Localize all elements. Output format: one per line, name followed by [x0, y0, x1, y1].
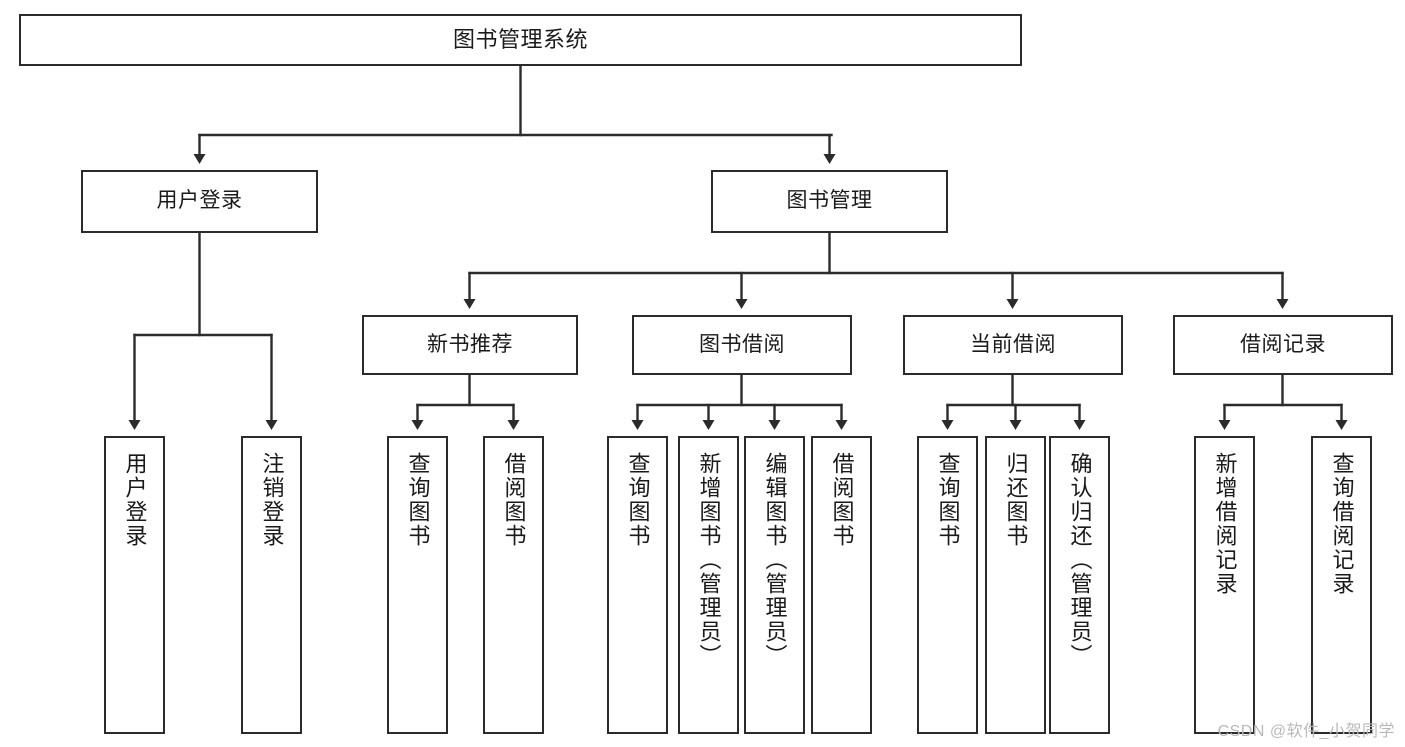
node-root-book-management-system[interactable]: 图书管理系统: [19, 14, 1022, 66]
node-label: 新书推荐: [427, 332, 513, 356]
node-leaf-confirm-return[interactable]: 确认归还（管理员）: [1049, 436, 1110, 734]
node-label: 编辑图书（管理员）: [762, 452, 788, 668]
node-leaf-user-login[interactable]: 用户登录: [104, 436, 165, 734]
node-label: 图书借阅: [699, 332, 785, 356]
node-leaf-add-book[interactable]: 新增图书（管理员）: [678, 436, 739, 734]
node-label: 用户登录: [122, 452, 148, 548]
node-label: 注销登录: [259, 452, 285, 548]
node-leaf-add-record[interactable]: 新增借阅记录: [1194, 436, 1255, 734]
node-label: 确认归还（管理员）: [1067, 452, 1093, 668]
node-leaf-query-book-2[interactable]: 查询图书: [607, 436, 668, 734]
node-book-manage[interactable]: 图书管理: [711, 170, 948, 233]
node-book-borrow[interactable]: 图书借阅: [632, 315, 852, 375]
node-label: 新增借阅记录: [1212, 452, 1238, 596]
node-leaf-logout-login[interactable]: 注销登录: [241, 436, 302, 734]
node-label: 借阅图书: [829, 452, 855, 548]
node-label: 查询图书: [405, 452, 431, 548]
node-current-borrow[interactable]: 当前借阅: [903, 315, 1123, 375]
node-user-login[interactable]: 用户登录: [81, 170, 318, 233]
node-label: 新增图书（管理员）: [696, 452, 722, 668]
node-label: 图书管理: [786, 189, 873, 213]
node-leaf-borrow-book-1[interactable]: 借阅图书: [483, 436, 544, 734]
node-label: 借阅记录: [1240, 332, 1326, 356]
node-label: 用户登录: [156, 189, 243, 213]
node-label: 查询图书: [935, 452, 961, 548]
node-label: 归还图书: [1003, 452, 1029, 548]
node-leaf-query-record[interactable]: 查询借阅记录: [1311, 436, 1372, 734]
node-leaf-query-book-1[interactable]: 查询图书: [387, 436, 448, 734]
node-leaf-edit-book[interactable]: 编辑图书（管理员）: [744, 436, 805, 734]
node-label: 查询借阅记录: [1329, 452, 1355, 596]
node-label: 当前借阅: [970, 332, 1056, 356]
node-new-book-recommend[interactable]: 新书推荐: [362, 315, 578, 375]
node-leaf-query-book-3[interactable]: 查询图书: [917, 436, 978, 734]
node-leaf-borrow-book-2[interactable]: 借阅图书: [811, 436, 872, 734]
node-label: 借阅图书: [501, 452, 527, 548]
node-label: 查询图书: [625, 452, 651, 548]
node-label: 图书管理系统: [452, 27, 588, 53]
node-borrow-record[interactable]: 借阅记录: [1173, 315, 1393, 375]
node-leaf-return-book[interactable]: 归还图书: [985, 436, 1046, 734]
